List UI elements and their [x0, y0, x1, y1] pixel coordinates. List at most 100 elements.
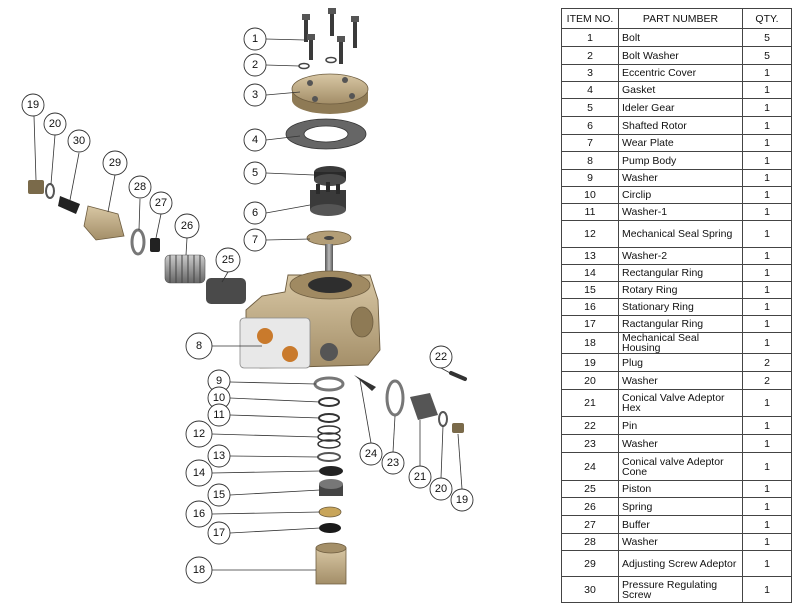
balloon-14: 14 [185, 459, 213, 487]
svg-text:5: 5 [252, 167, 258, 179]
bom-item-no: 18 [561, 332, 619, 354]
bom-item-no: 4 [561, 81, 619, 99]
balloon-22: 22 [429, 345, 453, 369]
balloon-3: 3 [243, 83, 267, 107]
bom-item-no: 21 [561, 389, 619, 417]
balloon-26: 26 [174, 213, 200, 239]
bom-item-no: 29 [561, 550, 619, 577]
balloon-27: 27 [149, 191, 173, 215]
balloon-4: 4 [243, 128, 267, 152]
bom-part-number: Pressure Regulating Screw [618, 576, 743, 603]
svg-text:9: 9 [216, 375, 222, 387]
balloon-24: 24 [359, 442, 383, 466]
svg-text:1: 1 [252, 33, 258, 45]
svg-text:8: 8 [196, 340, 202, 352]
balloon-23: 23 [381, 451, 405, 475]
bom-qty: 1 [742, 434, 792, 453]
bom-item-no: 20 [561, 371, 619, 390]
bom-part-number: Washer-2 [618, 247, 743, 265]
bom-part-number: Ractangular Ring [618, 315, 743, 333]
bom-part-number: Stationary Ring [618, 298, 743, 316]
bom-qty: 5 [742, 46, 792, 65]
balloon-20-right: 20 [429, 477, 453, 501]
bom-qty: 1 [742, 81, 792, 99]
bom-qty: 1 [742, 315, 792, 333]
bom-part-number: Conical valve Adeptor Cone [618, 452, 743, 481]
bom-qty: 1 [742, 134, 792, 152]
svg-text:25: 25 [222, 254, 234, 266]
svg-text:13: 13 [213, 450, 225, 462]
balloon-15: 15 [207, 483, 231, 507]
balloon-12: 12 [185, 420, 213, 448]
balloon-20-left: 20 [43, 112, 67, 136]
svg-text:19: 19 [456, 494, 468, 506]
balloon-29: 29 [102, 150, 128, 176]
svg-text:21: 21 [414, 471, 426, 483]
bom-item-no: 17 [561, 315, 619, 333]
svg-text:14: 14 [193, 467, 205, 479]
header-part-number: PART NUMBER [618, 8, 743, 29]
bom-item-no: 5 [561, 98, 619, 117]
svg-text:20: 20 [49, 118, 61, 130]
bom-item-no: 15 [561, 281, 619, 299]
balloon-25: 25 [215, 247, 241, 273]
wear-plate [306, 230, 352, 246]
bom-part-number: Bolt Washer [618, 46, 743, 65]
bom-qty: 1 [742, 298, 792, 316]
bom-qty: 1 [742, 220, 792, 248]
svg-text:26: 26 [181, 220, 193, 232]
bom-item-no: 13 [561, 247, 619, 265]
bom-qty: 1 [742, 533, 792, 551]
svg-text:4: 4 [252, 134, 258, 146]
bom-part-number: Pin [618, 416, 743, 435]
bom-qty: 1 [742, 497, 792, 516]
bom-qty: 1 [742, 247, 792, 265]
bom-part-number: Mechanical Seal Housing [618, 332, 743, 354]
balloon-6: 6 [243, 201, 267, 225]
bom-part-number: Washer [618, 169, 743, 187]
bom-item-no: 7 [561, 134, 619, 152]
bom-part-number: Rotary Ring [618, 281, 743, 299]
bom-item-no: 28 [561, 533, 619, 551]
bom-part-number: Buffer [618, 515, 743, 534]
seal-stack [313, 376, 347, 585]
bom-part-number: Mechanical Seal Spring [618, 220, 743, 248]
bom-part-number: Gasket [618, 81, 743, 99]
bom-item-no: 27 [561, 515, 619, 534]
balloon-19-right: 19 [450, 488, 474, 512]
bom-part-number: Wear Plate [618, 134, 743, 152]
bom-item-no: 1 [561, 28, 619, 47]
bom-qty: 1 [742, 416, 792, 435]
balloon-21: 21 [408, 465, 432, 489]
left-assembly [28, 180, 246, 304]
bom-qty: 1 [742, 452, 792, 481]
bom-part-number: Shafted Rotor [618, 116, 743, 135]
svg-text:6: 6 [252, 207, 258, 219]
svg-text:12: 12 [193, 428, 205, 440]
svg-text:23: 23 [387, 457, 399, 469]
bom-item-no: 9 [561, 169, 619, 187]
bom-qty: 1 [742, 281, 792, 299]
bom-header-row: ITEM NO. PART NUMBER QTY. [561, 8, 792, 29]
shafted-rotor [310, 182, 346, 216]
balloon-10: 10 [207, 386, 231, 410]
svg-text:30: 30 [73, 135, 85, 147]
bom-qty: 1 [742, 169, 792, 187]
